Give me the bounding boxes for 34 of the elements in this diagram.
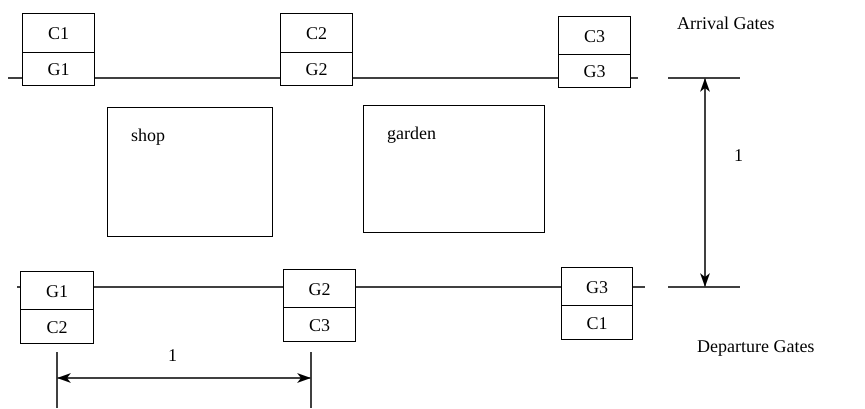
gate-box [22, 13, 95, 86]
connector-line [8, 77, 22, 79]
area-box [107, 107, 273, 237]
node-label: C3 [584, 26, 605, 44]
dimension-label: 1 [168, 344, 177, 367]
node-label: G2 [308, 280, 330, 298]
node-label: shop [131, 124, 166, 147]
connector-line [94, 286, 283, 288]
node-label: C1 [586, 314, 608, 332]
gate-box [280, 13, 353, 86]
node-label: G1 [46, 282, 68, 300]
gate-box [561, 267, 633, 340]
connector-line [95, 77, 280, 79]
gate-box [20, 271, 94, 344]
gate-box [283, 269, 356, 342]
node-label: G3 [584, 62, 606, 80]
connector-line [631, 77, 638, 79]
node-label: G1 [48, 60, 70, 78]
node-label: garden [387, 122, 437, 145]
gate-group-label: Departure Gates [697, 335, 814, 358]
node-label: G3 [586, 278, 608, 296]
connector-line [633, 286, 645, 288]
node-label: C2 [46, 318, 68, 336]
node-label: C3 [308, 316, 330, 334]
connector-line [353, 77, 558, 79]
area-box [363, 105, 545, 233]
node-label: G2 [306, 60, 328, 78]
connector-line [356, 286, 561, 288]
node-label: C2 [306, 24, 327, 42]
dimension-label: 1 [734, 144, 743, 167]
gate-group-label: Arrival Gates [677, 12, 774, 35]
node-label: C1 [48, 24, 69, 42]
connector-line [17, 286, 20, 288]
gate-box [558, 16, 631, 88]
